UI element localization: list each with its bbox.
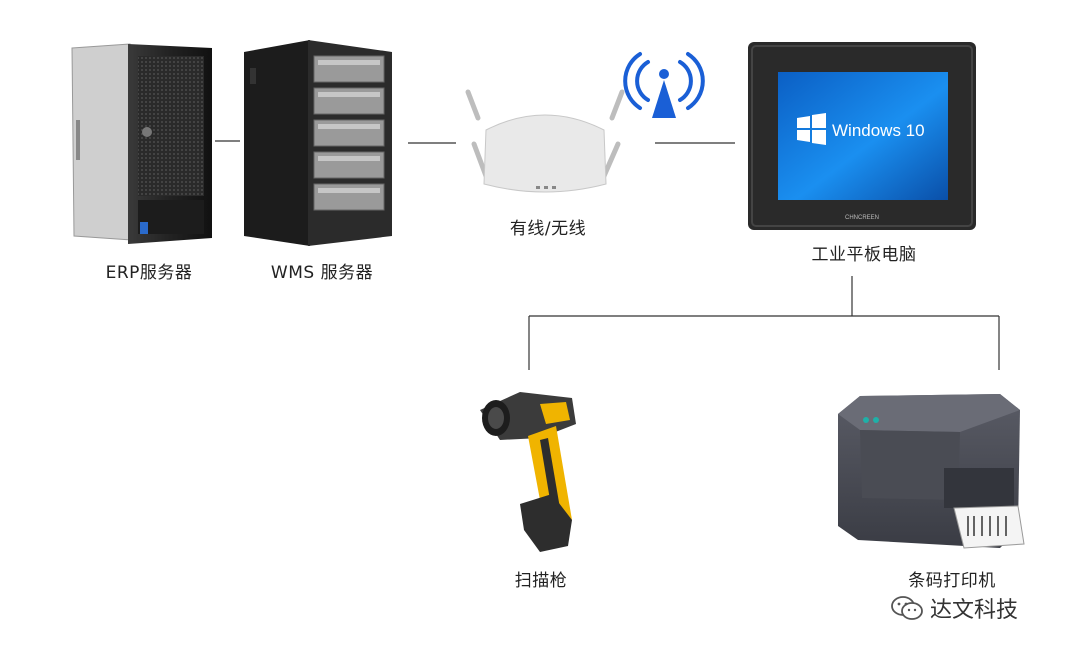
tablet-brand-text: CHNCREEN (845, 215, 879, 221)
erp-server-icon (71, 43, 212, 244)
windows-logo-icon (797, 113, 826, 145)
printer-label: 条码打印机 (908, 571, 996, 591)
wms-server-icon (244, 40, 392, 246)
scanner-label: 扫描枪 (514, 571, 568, 591)
wms-server-label: WMS 服务器 (270, 263, 374, 283)
access-point-icon (465, 89, 625, 193)
watermark: 达文科技 (890, 592, 1018, 624)
barcode-printer-icon (838, 394, 1025, 549)
industrial-tablet-icon: Windows 10 CHNCREEN (748, 42, 976, 230)
tablet-label: 工业平板电脑 (811, 245, 917, 265)
barcode-scanner-icon (480, 392, 576, 552)
connection-lines (215, 140, 1000, 370)
watermark-text: 达文科技 (930, 598, 1019, 623)
erp-server-label: ERP服务器 (105, 263, 193, 283)
wechat-icon (891, 596, 923, 620)
wifi-signal-icon (623, 52, 705, 118)
access-point-label: 有线/无线 (509, 219, 587, 239)
screen-os-text: Windows 10 (832, 121, 925, 140)
